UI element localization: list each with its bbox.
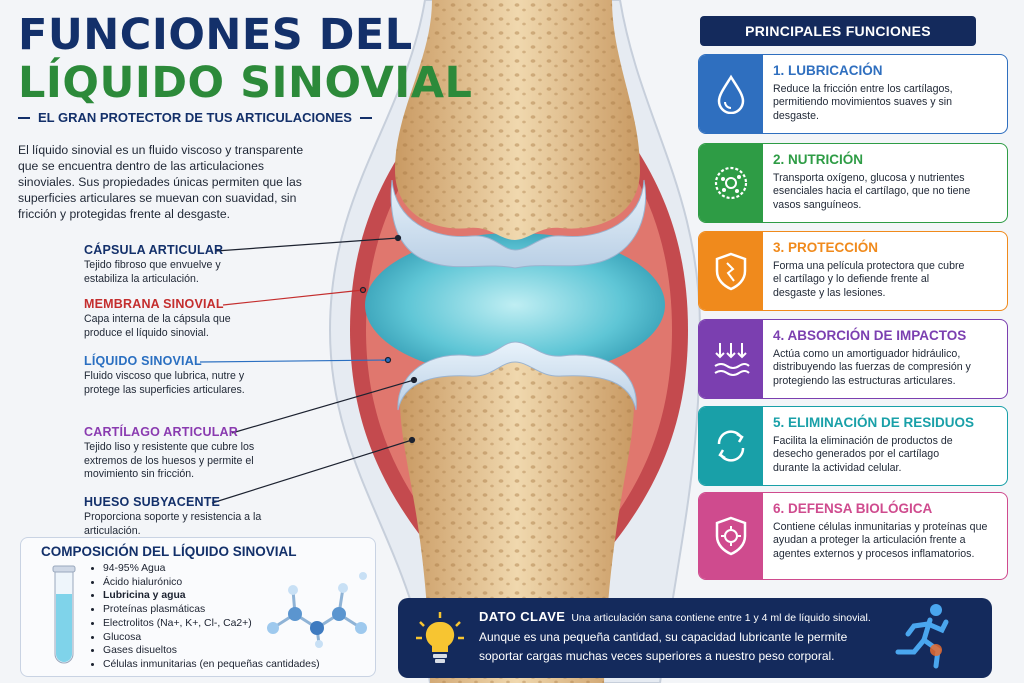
label-desc: Capa interna de la cápsula que produce e…	[84, 313, 231, 339]
functions-panel-title: PRINCIPALES FUNCIONES	[700, 16, 976, 46]
composition-item: Lubricina y agua	[103, 589, 320, 603]
label-desc: Fluido viscoso que lubrica, nutre y prot…	[84, 370, 245, 396]
key-fact-text: Una articulación sana contiene entre 1 y…	[571, 612, 871, 624]
function-desc: Facilita la eliminación de productos de …	[773, 435, 953, 474]
function-title: 3. PROTECCIÓN	[773, 240, 879, 255]
function-desc: Reduce la fricción entre los cartílagos,…	[773, 83, 953, 122]
composition-title: COMPOSICIÓN DEL LÍQUIDO SINOVIAL	[41, 544, 297, 559]
composition-item: Células inmunitarias (en pequeñas cantid…	[103, 658, 320, 672]
function-desc: Forma una película protectora que cubre …	[773, 260, 965, 299]
composition-list: 94-95% Agua Ácido hialurónico Lubricina …	[93, 562, 320, 672]
page-title-line1: FUNCIONES DEL	[18, 10, 413, 60]
label-leader-lines	[199, 234, 418, 504]
function-card-absorcion: 4. ABSORCIÓN DE IMPACTOS Actúa como un a…	[698, 319, 1008, 399]
water-drop-icon	[699, 55, 763, 133]
recycle-icon	[699, 407, 763, 485]
composition-item: Glucosa	[103, 631, 320, 645]
label-liquido-sinovial: LÍQUIDO SINOVIAL Fluido viscoso que lubr…	[84, 354, 294, 397]
function-desc: Contiene células inmunitarias y proteína…	[773, 521, 988, 560]
composition-item: Electrolitos (Na+, K+, Cl-, Ca2+)	[103, 617, 320, 631]
label-hueso-subyacente: HUESO SUBYACENTE Proporciona soporte y r…	[84, 495, 294, 538]
function-card-proteccion: 3. PROTECCIÓN Forma una película protect…	[698, 231, 1008, 311]
key-fact-line3: soportar cargas muchas veces superiores …	[479, 649, 835, 663]
key-fact-label: DATO CLAVE	[479, 609, 566, 624]
function-card-eliminacion: 5. ELIMINACIÓN DE RESIDUOS Facilita la e…	[698, 406, 1008, 486]
composition-item: 94-95% Agua	[103, 562, 320, 576]
subtitle: EL GRAN PROTECTOR DE TUS ARTICULACIONES	[18, 110, 372, 125]
function-card-nutricion: 2. NUTRICIÓN Transporta oxígeno, glucosa…	[698, 143, 1008, 223]
immune-shield-icon	[699, 493, 763, 579]
lower-cartilage	[397, 341, 637, 411]
intro-paragraph: El líquido sinovial es un fluido viscoso…	[18, 143, 304, 221]
key-fact-heading: DATO CLAVE Una articulación sana contiene…	[479, 609, 871, 624]
function-title: 5. ELIMINACIÓN DE RESIDUOS	[773, 415, 975, 430]
label-capsula-articular: CÁPSULA ARTICULAR Tejido fibroso que env…	[84, 243, 294, 286]
label-title: LÍQUIDO SINOVIAL	[84, 354, 202, 368]
molecule-icon	[267, 572, 367, 648]
label-title: CÁPSULA ARTICULAR	[84, 243, 224, 257]
label-title: MEMBRANA SINOVIAL	[84, 297, 224, 311]
function-card-defensa: 6. DEFENSA BIOLÓGICA Contiene células in…	[698, 492, 1008, 580]
synovial-fluid	[365, 233, 665, 377]
composition-item: Ácido hialurónico	[103, 576, 320, 590]
function-title: 6. DEFENSA BIOLÓGICA	[773, 501, 933, 516]
label-desc: Tejido liso y resistente que cubre los e…	[84, 441, 255, 480]
label-title: HUESO SUBYACENTE	[84, 495, 221, 509]
label-cartilago-articular: CARTÍLAGO ARTICULAR Tejido liso y resist…	[84, 425, 294, 482]
cell-icon	[699, 144, 763, 222]
function-card-lubricacion: 1. LUBRICACIÓN Reduce la fricción entre …	[698, 54, 1008, 134]
composition-item: Proteínas plasmáticas	[103, 603, 320, 617]
key-fact-box: DATO CLAVE Una articulación sana contiene…	[398, 598, 992, 678]
subtitle-rule-right	[359, 116, 372, 119]
label-desc: Proporciona soporte y resistencia a la a…	[84, 511, 262, 537]
label-title: CARTÍLAGO ARTICULAR	[84, 425, 239, 439]
lightbulb-icon	[416, 612, 464, 663]
composition-item: Gases disueltos	[103, 644, 320, 658]
runner-icon	[895, 604, 949, 669]
key-fact-line2: Aunque es una pequeña cantidad, su capac…	[479, 630, 848, 644]
composition-box: COMPOSICIÓN DEL LÍQUIDO SINOVIAL 94-95% …	[20, 537, 376, 677]
test-tube-icon	[52, 565, 76, 664]
upper-cartilage	[390, 179, 647, 269]
function-title: 4. ABSORCIÓN DE IMPACTOS	[773, 328, 967, 343]
subtitle-text: EL GRAN PROTECTOR DE TUS ARTICULACIONES	[38, 110, 352, 125]
page-title-line2: LÍQUIDO SINOVIAL	[18, 58, 473, 108]
impact-arrows-icon	[699, 320, 763, 398]
function-title: 2. NUTRICIÓN	[773, 152, 864, 167]
function-desc: Actúa como un amortiguador hidráulico, d…	[773, 348, 971, 387]
shield-icon	[699, 232, 763, 310]
label-membrana-sinovial: MEMBRANA SINOVIAL Capa interna de la cáp…	[84, 297, 294, 340]
subtitle-rule-left	[18, 116, 30, 119]
function-title: 1. LUBRICACIÓN	[773, 63, 883, 78]
function-desc: Transporta oxígeno, glucosa y nutrientes…	[773, 172, 971, 211]
label-desc: Tejido fibroso que envuelve y estabiliza…	[84, 259, 221, 285]
